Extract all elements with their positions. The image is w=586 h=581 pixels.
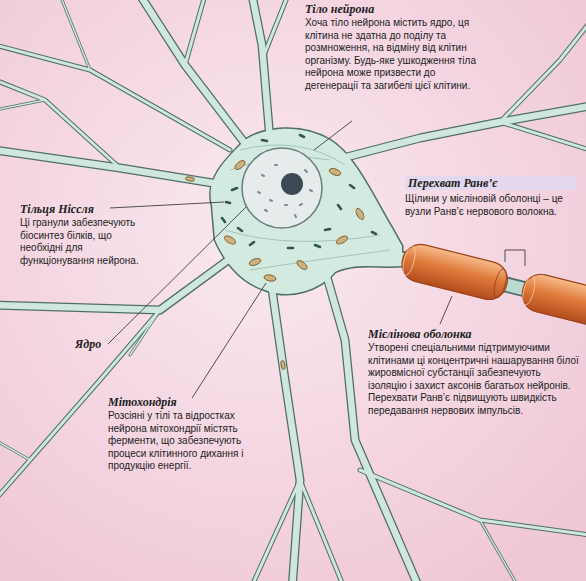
mitochondrion bbox=[185, 176, 195, 181]
mitochondrion bbox=[280, 360, 285, 369]
part-label: Ядро bbox=[75, 337, 135, 351]
mitochondrion bbox=[335, 234, 348, 245]
leader-line bbox=[440, 296, 452, 324]
label-wrap: Щілини у мієліновій оболонці – це вузли … bbox=[405, 193, 573, 218]
heading: Тіло нейрона bbox=[305, 2, 485, 16]
leader-line bbox=[110, 202, 224, 208]
mitochondrion bbox=[354, 207, 365, 220]
heading: Мітохондрія bbox=[108, 395, 278, 409]
nucleus bbox=[242, 148, 322, 228]
myelin-segment bbox=[398, 241, 511, 304]
myelin-layers bbox=[492, 268, 509, 300]
label-wrap: Мітохондрія bbox=[108, 395, 278, 409]
heading: Мієлінова оболонка bbox=[368, 327, 578, 341]
node-bracket bbox=[505, 250, 525, 266]
label-wrap: Тільця Ніссля bbox=[20, 202, 150, 216]
myelin-sheath bbox=[398, 241, 511, 304]
dendrite-outline bbox=[0, 0, 520, 581]
nissl-bodies bbox=[222, 135, 376, 248]
label-wrap: Мієлінова оболонка bbox=[368, 327, 578, 341]
mitochondrion bbox=[248, 257, 261, 267]
callout-text: Розсіяні у тілі та відростках нейрона мі… bbox=[108, 410, 276, 473]
callout-text: Щілини у мієліновій оболонці – це вузли … bbox=[405, 193, 573, 218]
mitochondrion bbox=[328, 167, 341, 177]
callout-text: Хоча тіло нейрона містить ядро, ця кліти… bbox=[305, 17, 477, 92]
myelin-sheath bbox=[518, 270, 586, 338]
mitochondrion bbox=[264, 274, 277, 282]
mitochondrion bbox=[223, 234, 236, 245]
label-wrap: Перехват Ранв’є bbox=[405, 176, 577, 190]
label-wrap: Утворені спеціальними підтримуючими кліт… bbox=[368, 342, 580, 417]
nucleolus bbox=[281, 173, 303, 195]
mitochondria bbox=[185, 159, 365, 370]
leader-line bbox=[314, 121, 352, 150]
label-wrap: Хоча тіло нейрона містить ядро, ця кліти… bbox=[305, 17, 477, 92]
heading: Тільця Ніссля bbox=[20, 202, 150, 216]
callout-text: Утворені спеціальними підтримуючими кліт… bbox=[368, 342, 580, 417]
dendrite bbox=[0, 0, 520, 581]
label-wrap: Ці гранули забезпечують біосинтез білків… bbox=[20, 217, 148, 267]
label-wrap: Ядро bbox=[75, 337, 135, 351]
label-wrap: Розсіяні у тілі та відростках нейрона мі… bbox=[108, 410, 276, 473]
mitochondrion bbox=[233, 159, 246, 171]
myelin-segment bbox=[518, 270, 586, 338]
heading: Перехват Ранв’є bbox=[408, 176, 574, 190]
myelin-layers bbox=[520, 275, 537, 307]
myelin-layers bbox=[401, 245, 418, 277]
leader-line bbox=[192, 283, 266, 398]
label-wrap: Тіло нейрона bbox=[305, 2, 485, 16]
callout-text: Ці гранули забезпечують біосинтез білків… bbox=[20, 217, 148, 267]
neurofibrils bbox=[225, 145, 390, 270]
chromatin bbox=[258, 165, 312, 217]
mitochondrion bbox=[295, 259, 308, 271]
cell-body bbox=[211, 129, 402, 294]
